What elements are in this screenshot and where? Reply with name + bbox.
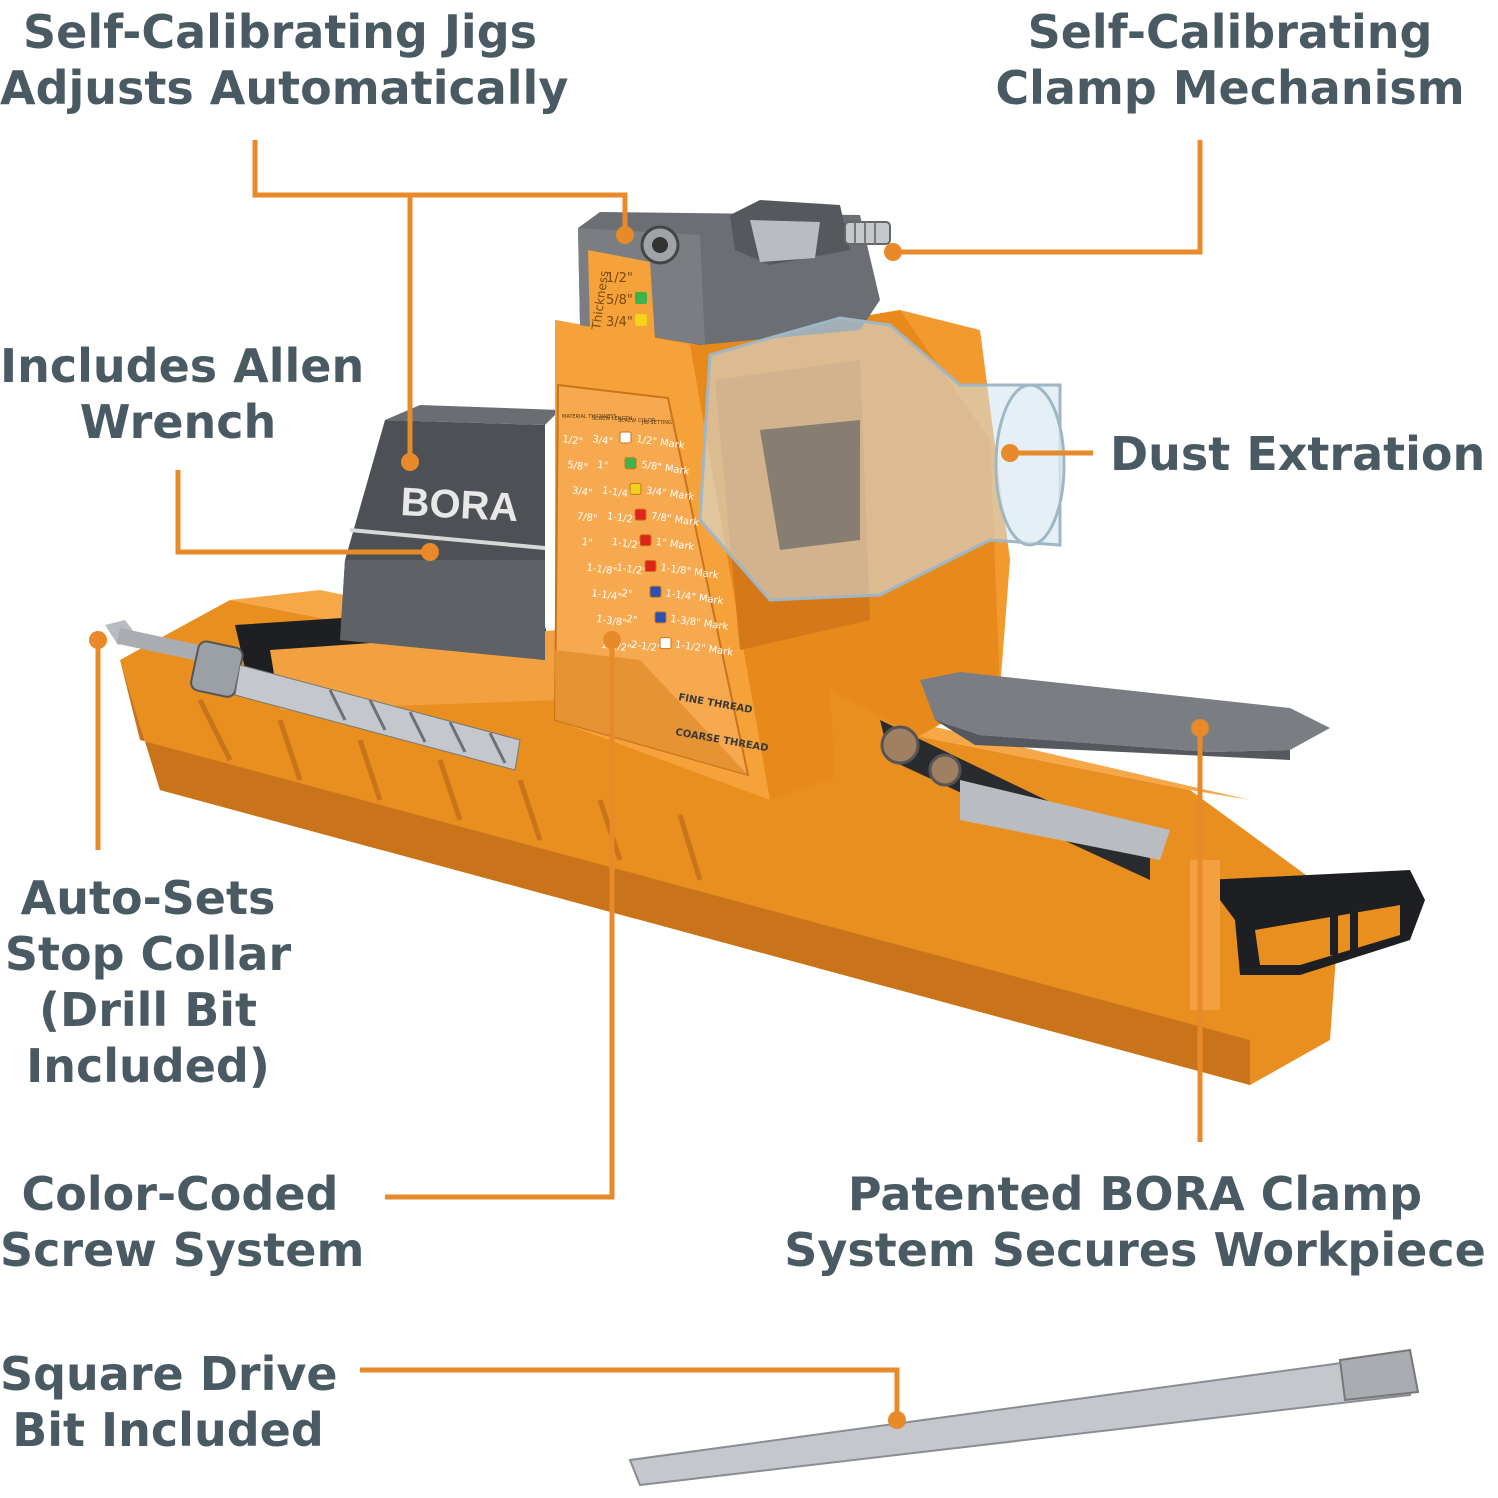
callout-collar-line3: (Drill Bit	[38, 983, 258, 1037]
callout-square-drive: Square Drive Bit Included	[0, 1346, 338, 1458]
chart-thickness: 1/2"	[562, 434, 584, 448]
chart-thickness: 7/8"	[576, 511, 598, 525]
chart-thickness: 1"	[581, 537, 593, 549]
chart-length: 1-1/2"	[611, 537, 643, 552]
chart-thickness: 1-3/8"	[595, 614, 627, 629]
callout-color-coded-line2: Screw System	[0, 1223, 365, 1277]
line-color-coded	[385, 640, 615, 1200]
chart-setting: 1" Mark	[655, 537, 695, 553]
allen-wrench-holder: BORA	[340, 405, 560, 660]
dust-shroud	[698, 316, 1066, 602]
line-clamp-mech	[893, 140, 1203, 255]
chart-header: SCREW COLOR	[618, 418, 656, 424]
thickness-mark-2: 5/8"	[606, 293, 633, 308]
chart-length: 1-1/4"	[601, 485, 633, 500]
callout-jigs-line2: Adjusts Automatically	[0, 61, 569, 115]
chart-length: 1-1/2"	[616, 563, 648, 578]
callout-square-drive-line2: Bit Included	[12, 1403, 324, 1457]
callout-allen-line2: Wrench	[79, 395, 277, 449]
chart-screw-color	[654, 611, 667, 624]
line-allen	[175, 470, 430, 555]
chart-length: 1-1/2"	[606, 511, 638, 526]
callout-clamp-system-line2: System Secures Workpiece	[784, 1223, 1486, 1277]
callout-dots	[89, 226, 1209, 1429]
chart-header: MATERIAL THICKNESS	[562, 414, 617, 420]
bora-clamp	[830, 672, 1425, 1010]
chart-header: JIG SETTING	[641, 420, 672, 426]
thickness-mark-1: 1/2"	[606, 271, 633, 286]
callout-dust-extraction: Dust Extration	[1110, 426, 1485, 482]
chart-length: 2-1/2"	[630, 640, 662, 655]
square-drive-bit	[628, 1348, 1420, 1487]
chart-screw-color	[634, 508, 647, 521]
callout-color-coded-line1: Color-Coded	[21, 1167, 339, 1221]
chart-screw-color	[624, 457, 637, 470]
callout-stop-collar: Auto-Sets Stop Collar (Drill Bit Include…	[0, 870, 296, 1094]
callout-clamp-mechanism: Self-Calibrating Clamp Mechanism	[985, 4, 1475, 116]
callout-self-calibrating-jigs: Self-Calibrating Jigs Adjusts Automatica…	[0, 4, 569, 116]
chart-length: 2"	[625, 614, 637, 626]
callout-allen-line1: Includes Allen	[0, 339, 365, 393]
callout-allen-wrench: Includes Allen Wrench	[0, 338, 365, 450]
thickness-mark-3: 3/4"	[606, 315, 633, 330]
chart-screw-color	[644, 560, 657, 572]
chart-thickness: 1-1/4"	[591, 588, 623, 603]
line-square-drive	[360, 1367, 900, 1420]
line-jigs	[252, 140, 628, 235]
chart-screw-color	[649, 585, 662, 598]
callout-collar-line4: Included)	[26, 1039, 270, 1093]
callout-clamp-mech-line2: Clamp Mechanism	[995, 61, 1465, 115]
chart-thickness: 1-1/8"	[586, 563, 618, 578]
drill-bit	[105, 620, 521, 771]
callout-collar-line1: Auto-Sets	[20, 871, 276, 925]
callout-jigs-line1: Self-Calibrating Jigs	[22, 5, 538, 59]
chart-screw-color	[639, 534, 652, 547]
chart-thickness: 5/8"	[566, 460, 588, 474]
brand-logo-holder: BORA	[400, 480, 520, 530]
chart-screw-color	[629, 482, 642, 495]
clamp-mechanism	[730, 200, 891, 265]
chart-header: SCREW LENGTH	[592, 416, 632, 422]
callout-square-drive-line1: Square Drive	[0, 1347, 338, 1401]
callout-dust-line1: Dust Extration	[1110, 427, 1486, 481]
callout-clamp-system-line1: Patented BORA Clamp	[847, 1167, 1423, 1221]
callout-lines	[95, 140, 1203, 1420]
chart-length: 3/4"	[592, 434, 614, 448]
chart-length: 1"	[596, 460, 608, 472]
chart-screw-color	[619, 431, 632, 444]
chart-thickness: 3/4"	[571, 485, 593, 499]
chart-screw-color	[659, 637, 672, 650]
self-calibrating-jig: Thickness 1/2" 5/8" 3/4"	[578, 212, 880, 345]
callout-collar-line2: Stop Collar	[4, 927, 292, 981]
callout-clamp-system: Patented BORA Clamp System Secures Workp…	[780, 1166, 1490, 1278]
chart-length: 2"	[621, 588, 633, 600]
callout-color-coded: Color-Coded Screw System	[0, 1166, 365, 1278]
callout-clamp-mech-line1: Self-Calibrating	[1027, 5, 1433, 59]
